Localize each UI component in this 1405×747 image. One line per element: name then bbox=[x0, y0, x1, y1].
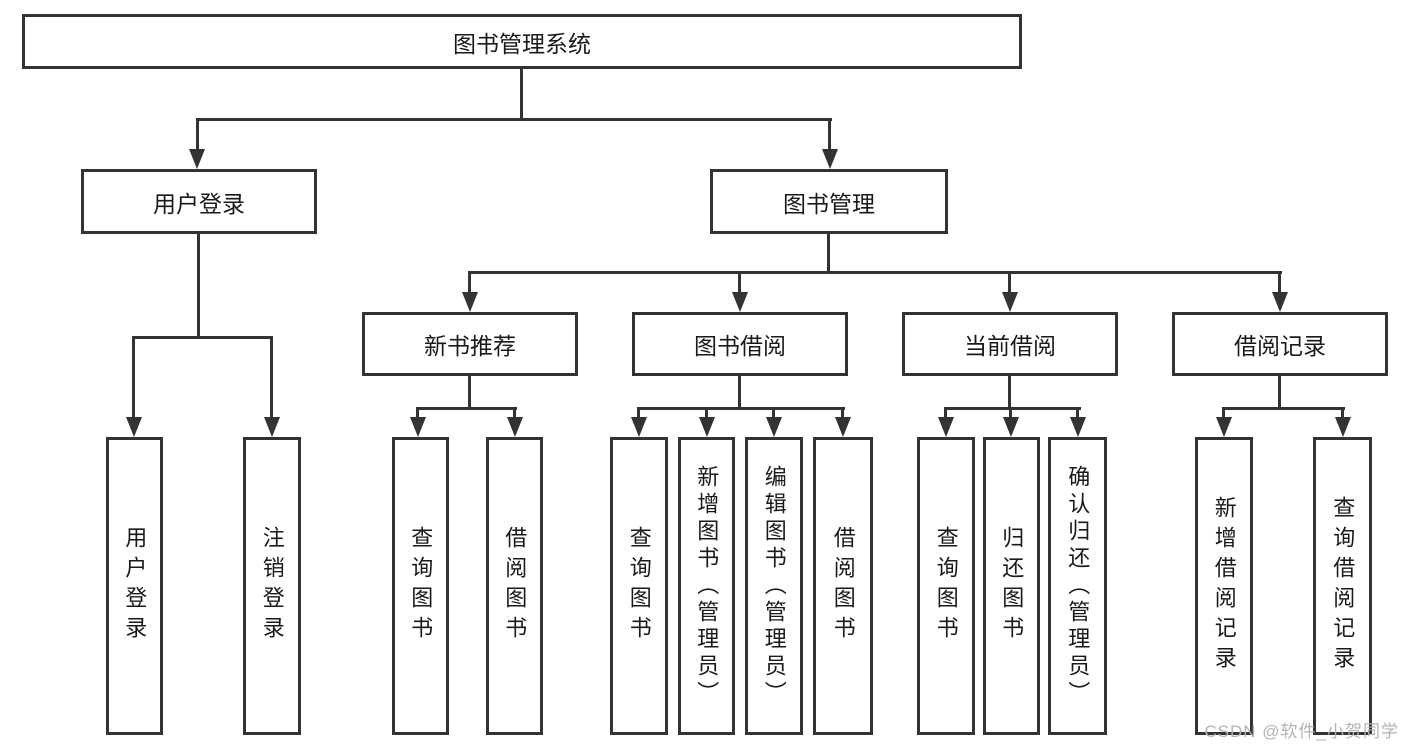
arrow-down-icon bbox=[1216, 417, 1232, 437]
leaf-query-books-current: 查询图书 bbox=[917, 437, 975, 735]
leaf-edit-books-admin: 编辑图书（管理员） bbox=[745, 437, 803, 735]
leaf-confirm-return-admin: 确认归还（管理员） bbox=[1048, 437, 1107, 735]
connector-line bbox=[841, 407, 844, 421]
connector-line bbox=[637, 407, 845, 410]
leaf-query-books-recommend: 查询图书 bbox=[392, 437, 449, 735]
arrow-down-icon bbox=[732, 292, 748, 312]
leaf-borrow-books-borrowing: 借阅图书 bbox=[813, 437, 873, 735]
leaf-edit-books-admin-label: 编辑图书（管理员） bbox=[761, 464, 787, 708]
leaf-query-borrow-record: 查询借阅记录 bbox=[1313, 437, 1372, 735]
connector-line bbox=[132, 336, 135, 420]
arrow-down-icon bbox=[1070, 417, 1086, 437]
node-current-borrowing-label: 当前借阅 bbox=[964, 333, 1056, 359]
arrow-down-icon bbox=[1003, 417, 1019, 437]
node-new-book-recommendation: 新书推荐 bbox=[362, 312, 578, 376]
connector-line bbox=[196, 118, 832, 121]
arrow-down-icon bbox=[938, 417, 954, 437]
connector-line bbox=[416, 407, 517, 410]
node-current-borrowing: 当前借阅 bbox=[902, 312, 1118, 376]
leaf-query-books-current-label: 查询图书 bbox=[933, 526, 959, 646]
leaf-query-borrow-record-label: 查询借阅记录 bbox=[1330, 496, 1356, 676]
node-book-borrowing: 图书借阅 bbox=[632, 312, 848, 376]
node-book-borrowing-label: 图书借阅 bbox=[694, 333, 786, 359]
connector-line bbox=[1222, 407, 1225, 421]
connector-line bbox=[944, 407, 947, 421]
node-user-login-label: 用户登录 bbox=[153, 190, 245, 217]
leaf-confirm-return-admin-label: 确认归还（管理员） bbox=[1065, 464, 1091, 708]
connector-line bbox=[1008, 376, 1011, 410]
node-system-root: 图书管理系统 bbox=[22, 14, 1022, 69]
connector-line bbox=[772, 407, 775, 421]
connector-line bbox=[468, 271, 471, 296]
leaf-borrow-books-recommend: 借阅图书 bbox=[486, 437, 543, 735]
connector-line bbox=[1341, 407, 1344, 421]
arrow-down-icon bbox=[1002, 292, 1018, 312]
arrow-down-icon bbox=[264, 417, 280, 437]
node-borrowing-records: 借阅记录 bbox=[1172, 312, 1388, 376]
connector-line bbox=[270, 336, 273, 420]
connector-line bbox=[1076, 407, 1079, 421]
arrow-down-icon bbox=[410, 417, 426, 437]
connector-line bbox=[416, 407, 419, 421]
arrow-down-icon bbox=[699, 417, 715, 437]
arrow-down-icon bbox=[189, 149, 205, 169]
leaf-add-books-admin-label: 新增图书（管理员） bbox=[694, 464, 720, 708]
arrow-down-icon bbox=[507, 417, 523, 437]
watermark: CSDN @软件_小贺同学 bbox=[1204, 722, 1399, 741]
leaf-user-login-label: 用户登录 bbox=[122, 526, 148, 646]
leaf-borrow-books-recommend-label: 借阅图书 bbox=[502, 526, 528, 646]
leaf-logout-login-label: 注销登录 bbox=[259, 526, 285, 646]
node-book-management: 图书管理 bbox=[710, 169, 948, 234]
connector-line bbox=[1008, 271, 1011, 296]
arrow-down-icon bbox=[631, 417, 647, 437]
connector-line bbox=[132, 336, 273, 339]
arrow-down-icon bbox=[822, 149, 838, 169]
arrow-down-icon bbox=[1335, 417, 1351, 437]
arrow-down-icon bbox=[462, 292, 478, 312]
connector-line bbox=[828, 118, 831, 152]
node-system-root-label: 图书管理系统 bbox=[453, 30, 591, 57]
arrow-down-icon bbox=[126, 417, 142, 437]
leaf-add-books-admin: 新增图书（管理员） bbox=[678, 437, 735, 735]
leaf-logout-login: 注销登录 bbox=[243, 437, 301, 735]
connector-line bbox=[738, 271, 741, 296]
connector-line bbox=[1278, 271, 1281, 296]
connector-line bbox=[944, 407, 1081, 410]
connector-line bbox=[513, 407, 516, 421]
connector-line bbox=[1009, 407, 1012, 421]
node-new-book-recommendation-label: 新书推荐 bbox=[424, 333, 516, 359]
node-borrowing-records-label: 借阅记录 bbox=[1234, 333, 1326, 359]
arrow-down-icon bbox=[766, 417, 782, 437]
connector-line bbox=[196, 118, 199, 152]
leaf-user-login: 用户登录 bbox=[106, 437, 163, 735]
connector-line bbox=[468, 376, 471, 410]
leaf-query-books-borrowing-label: 查询图书 bbox=[626, 526, 652, 646]
connector-line bbox=[520, 69, 523, 121]
leaf-add-borrow-record: 新增借阅记录 bbox=[1195, 437, 1253, 735]
node-user-login: 用户登录 bbox=[81, 169, 317, 234]
leaf-query-books-recommend-label: 查询图书 bbox=[408, 526, 434, 646]
connector-line bbox=[197, 234, 200, 338]
connector-line bbox=[705, 407, 708, 421]
leaf-borrow-books-borrowing-label: 借阅图书 bbox=[830, 526, 856, 646]
leaf-return-books: 归还图书 bbox=[983, 437, 1040, 735]
leaf-add-borrow-record-label: 新增借阅记录 bbox=[1211, 496, 1237, 676]
connector-line bbox=[468, 271, 1282, 274]
connector-line bbox=[1222, 407, 1345, 410]
leaf-query-books-borrowing: 查询图书 bbox=[610, 437, 668, 735]
arrow-down-icon bbox=[835, 417, 851, 437]
connector-line bbox=[637, 407, 640, 421]
connector-line bbox=[738, 376, 741, 410]
arrow-down-icon bbox=[1272, 292, 1288, 312]
node-book-management-label: 图书管理 bbox=[783, 190, 875, 217]
leaf-return-books-label: 归还图书 bbox=[999, 526, 1025, 646]
connector-line bbox=[827, 234, 830, 274]
connector-line bbox=[1278, 376, 1281, 410]
